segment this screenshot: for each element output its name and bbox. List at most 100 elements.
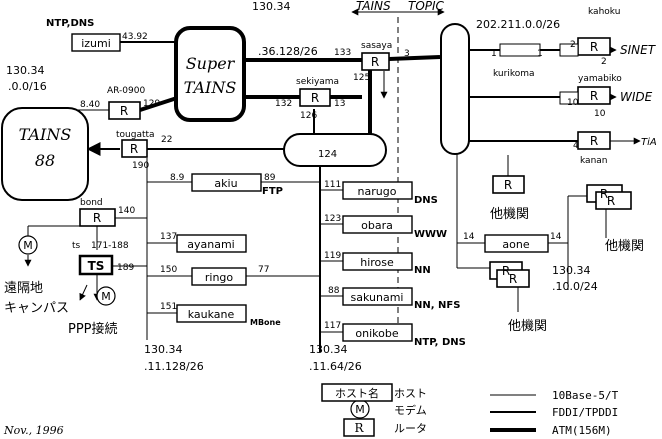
other-org-2: 他機関 bbox=[605, 239, 644, 254]
addr-137: 137 bbox=[160, 232, 177, 242]
router-other-3: R bbox=[502, 264, 510, 278]
host-aone: aone bbox=[502, 238, 529, 251]
ethernet-links bbox=[27, 17, 607, 340]
net-0-0-a: 130.34 bbox=[6, 64, 45, 77]
addr-171-188: 171-188 bbox=[91, 241, 129, 251]
label-ar0900: AR-0900 bbox=[107, 86, 145, 96]
host-akiu: akiu bbox=[214, 177, 237, 190]
host-narugo: narugo bbox=[358, 185, 397, 198]
addr-117: 117 bbox=[324, 321, 341, 331]
host-hirose: hirose bbox=[360, 256, 394, 269]
host-onikobe: onikobe bbox=[355, 327, 398, 340]
service-nn-nfs: NN, NFS bbox=[414, 300, 460, 311]
router-tougatta: R bbox=[130, 142, 138, 156]
addr-13: 13 bbox=[334, 99, 345, 109]
net-36-128-a: 130.34 bbox=[252, 0, 291, 13]
modem-icon-2: M bbox=[101, 290, 111, 303]
label-sekiyama: sekiyama bbox=[296, 77, 339, 87]
addr-14a: 14 bbox=[463, 232, 475, 242]
other-org-3: 他機関 bbox=[508, 319, 547, 334]
legend-modem-desc: モデム bbox=[394, 403, 427, 417]
addr-22: 22 bbox=[161, 135, 172, 145]
addr-129: 129 bbox=[143, 99, 160, 109]
host-boxes bbox=[71, 33, 549, 342]
net-11-128-b: .11.128/26 bbox=[144, 360, 204, 373]
router-ar0900: R bbox=[120, 104, 128, 118]
legend-host-box bbox=[321, 383, 393, 402]
host-obara: obara bbox=[361, 219, 393, 232]
service-nn: NN bbox=[414, 265, 431, 276]
router-other-2: R bbox=[600, 187, 608, 201]
external-wide: WIDE bbox=[620, 90, 653, 104]
addr-123: 123 bbox=[324, 214, 341, 224]
host-izumi: izumi bbox=[81, 37, 111, 50]
label-kahoku: kahoku bbox=[588, 7, 620, 17]
net-10-a: 130.34 bbox=[552, 264, 591, 277]
legend-router-desc: ルータ bbox=[394, 422, 427, 435]
external-tia: TiA bbox=[641, 137, 657, 148]
addr-14b: 14 bbox=[550, 232, 562, 242]
addr-151: 151 bbox=[160, 302, 177, 312]
modems bbox=[18, 235, 370, 419]
addr-10b: 10 bbox=[594, 109, 606, 119]
label-sasaya: sasaya bbox=[361, 41, 392, 51]
topic-backbone bbox=[440, 23, 470, 155]
net-11-64-b: .11.64/26 bbox=[309, 360, 362, 373]
modem-icon-1: M bbox=[23, 239, 33, 252]
router-other-3b: R bbox=[509, 272, 517, 286]
router-other-2b: R bbox=[607, 194, 615, 208]
tains88-label-1: TAINS bbox=[19, 125, 72, 144]
legend-router-icon: R bbox=[354, 421, 364, 435]
service-www: WWW bbox=[414, 229, 447, 240]
host-ayanami: ayanami bbox=[187, 238, 234, 251]
router-sekiyama: R bbox=[311, 91, 319, 105]
label-kanan: kanan bbox=[580, 156, 608, 166]
service-ntp-dns: NTP,DNS bbox=[46, 18, 94, 29]
diagram-date: Nov., 1996 bbox=[3, 424, 64, 437]
service-ftp: FTP bbox=[262, 186, 283, 197]
router-bond: R bbox=[93, 211, 101, 225]
service-dns: DNS bbox=[414, 195, 438, 206]
label-ts: ts bbox=[72, 241, 81, 251]
router-kanan: R bbox=[590, 134, 598, 148]
net-36-128-b: .36.128/26 bbox=[258, 45, 318, 58]
net-10-b: .10.0/24 bbox=[552, 280, 598, 293]
remote-campus-2: キャンパス bbox=[4, 301, 69, 316]
addr-3: 3 bbox=[404, 49, 410, 59]
router-yamabiko: R bbox=[590, 89, 598, 103]
other-org-1: 他機関 bbox=[490, 207, 529, 222]
addr-2b: 2 bbox=[601, 57, 607, 67]
super-tains-label-1: Super bbox=[186, 54, 236, 73]
addr-150: 150 bbox=[160, 265, 177, 275]
ppp-connection: PPP接続 bbox=[68, 321, 118, 337]
host-kaukane: kaukane bbox=[188, 308, 235, 321]
external-sinet: SINET bbox=[620, 43, 657, 57]
fddi-ring-124 bbox=[283, 133, 387, 167]
label-kurikoma: kurikoma bbox=[493, 69, 535, 79]
terminal-server: TS bbox=[88, 259, 105, 273]
addr-88: 88 bbox=[328, 286, 340, 296]
addr-189: 189 bbox=[117, 263, 134, 273]
legend-host-desc: ホスト bbox=[394, 387, 427, 400]
topic-ports bbox=[499, 43, 579, 105]
net-0-0-b: .0.0/16 bbox=[8, 80, 47, 93]
addr-43-92: 43.92 bbox=[122, 32, 148, 42]
legend: ホスト名 ホスト モデム R ルータ 10Base-5/T FDDI/TPDDI… bbox=[321, 383, 619, 437]
addr-77: 77 bbox=[258, 265, 269, 275]
addr-124: 124 bbox=[318, 149, 337, 160]
legend-fddi: FDDI/TPDDI bbox=[552, 406, 618, 419]
addr-2a: 2 bbox=[570, 40, 576, 50]
addr-1a: 1 bbox=[491, 49, 497, 59]
net-202: 202.211.0.0/26 bbox=[476, 18, 560, 31]
addr-8-9: 8.9 bbox=[170, 173, 185, 183]
modem-icon-legend: M bbox=[355, 403, 365, 416]
addr-4: 4 bbox=[573, 141, 579, 151]
net-11-64-a: 130.34 bbox=[309, 343, 348, 356]
router-sasaya: R bbox=[371, 55, 379, 69]
legend-atm: ATM(156M) bbox=[552, 424, 612, 437]
tains88-node bbox=[1, 107, 89, 201]
service-mbone: MBone bbox=[250, 318, 281, 327]
host-sakunami: sakunami bbox=[351, 291, 404, 304]
host-ringo: ringo bbox=[205, 271, 234, 284]
